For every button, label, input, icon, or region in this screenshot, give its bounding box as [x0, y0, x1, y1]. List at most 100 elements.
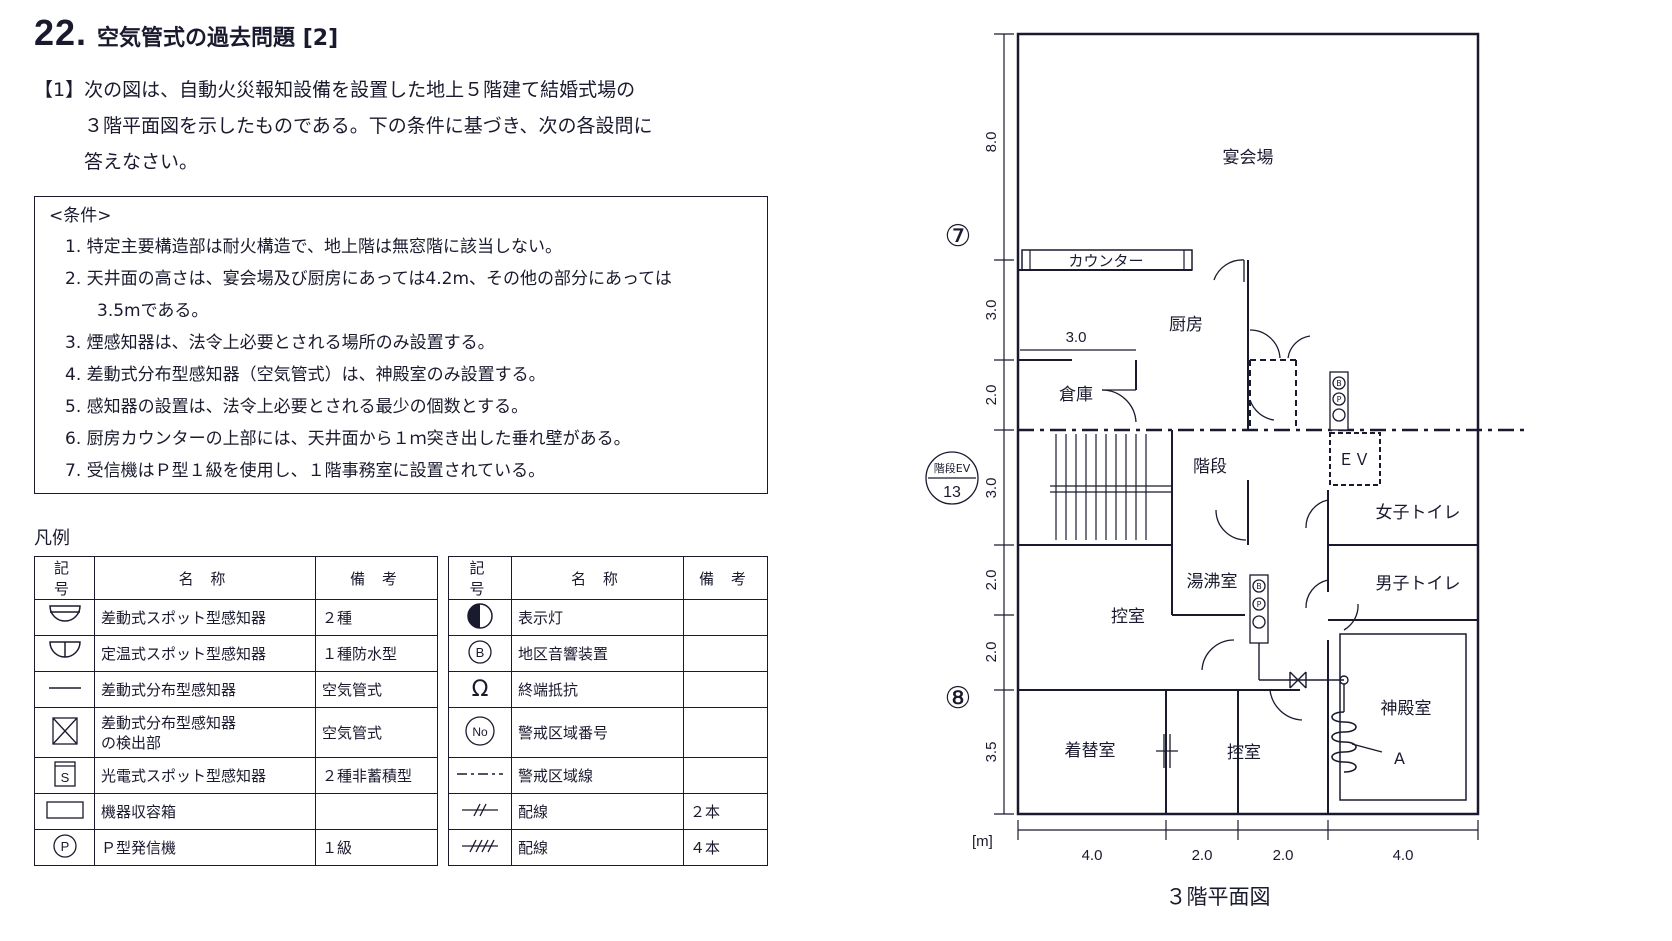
room-changing: 着替室 [1065, 741, 1116, 761]
question-text: 【1】次の図は、自動火災報知設備を設置した地上５階建て結婚式場の ３階平面図を示… [34, 72, 652, 180]
legend-row: 配線 ４本 [448, 829, 768, 866]
dim-v: 2.0 [983, 642, 1000, 663]
bell-glyph: B [476, 645, 485, 660]
condition-item: 3. 煙感知器は、法令上必要とされる場所のみ設置する。 [65, 333, 495, 353]
zone-8: ⑧ [945, 681, 972, 716]
legend-row: 差動式分布型感知器 空気管式 [34, 671, 438, 708]
legend-note: ２本 [683, 793, 768, 830]
wiring-4-icon [448, 829, 512, 866]
col-name: 名 称 [94, 556, 316, 600]
condition-item: 7. 受信機はＰ型１級を使用し、１階事務室に設置されている。 [65, 461, 546, 481]
p-transmitter-glyph: P [60, 839, 69, 854]
legend-name: 配線 [511, 793, 684, 830]
zone-7: ⑦ [945, 219, 972, 254]
dim-v: 3.0 [983, 478, 1000, 499]
plan-bell-b: B [1336, 379, 1342, 388]
unit-label: [m] [972, 833, 993, 850]
room-ev: ＥＶ [1338, 450, 1370, 469]
room-shrine: 神殿室 [1381, 699, 1432, 719]
room-waiting-1: 控室 [1111, 607, 1145, 627]
legend-note [315, 793, 438, 830]
legend-name: 終端抵抗 [511, 671, 684, 708]
plan-caption: ３階平面図 [1166, 885, 1271, 909]
legend-row: 定温式スポット型感知器 １種防水型 [34, 635, 438, 672]
marker-a: A [1394, 749, 1405, 768]
legend-row: 機器収容箱 [34, 793, 438, 830]
legend-name: 機器収容箱 [94, 793, 316, 830]
condition-item: 5. 感知器の設置は、法令上必要とされる最少の個数とする。 [65, 397, 529, 417]
plan-bell-b: B [1256, 582, 1262, 591]
terminal-resistor-icon: Ω [448, 671, 512, 708]
legend-note: ４本 [683, 829, 768, 866]
legend-note [683, 707, 768, 758]
legend-row: 警戒区域線 [448, 757, 768, 794]
condition-item: 3.5mである。 [97, 301, 209, 321]
title-number: 22. [34, 12, 88, 53]
terminal-resistor-glyph: Ω [471, 677, 489, 702]
question-line: ３階平面図を示したものである。下の条件に基づき、次の各設問に [84, 115, 653, 137]
condition-item: 2. 天井面の高さは、宴会場及び厨房にあっては4.2m、その他の部分にあっては [65, 269, 672, 289]
legend-title: 凡例 [34, 528, 70, 549]
room-counter: カウンター [1068, 252, 1143, 270]
smoke-detector-glyph: S [60, 770, 69, 785]
conditions-box: <条件> 1. 特定主要構造部は耐火構造で、地上階は無窓階に該当しない。 2. … [34, 196, 768, 494]
condition-item: 6. 厨房カウンターの上部には、天井面から１ｍ突き出した垂れ壁がある。 [65, 429, 631, 449]
room-kitchen: 厨房 [1169, 315, 1203, 335]
legend-note: ２種 [315, 599, 438, 636]
legend-name: 差動式分布型感知器 [94, 671, 316, 708]
legend-name: 定温式スポット型感知器 [94, 635, 316, 672]
dim-h: 2.0 [1192, 847, 1213, 864]
legend-name: 地区音響装置 [511, 635, 684, 672]
room-waiting-2: 控室 [1227, 743, 1261, 763]
legend-row: 差動式分布型感知器 の検出部 空気管式 [34, 707, 438, 758]
condition-item: 4. 差動式分布型感知器（空気管式）は、神殿室のみ設置する。 [65, 365, 546, 385]
col-note: 備 考 [315, 556, 438, 600]
legend-row: 差動式スポット型感知器 ２種 [34, 599, 438, 636]
room-men: 男子トイレ [1376, 574, 1461, 594]
legend-name: 警戒区域番号 [511, 707, 684, 758]
title-text: 空気管式の過去問題 [2] [97, 26, 339, 51]
legend-name: 警戒区域線 [511, 757, 684, 794]
legend-table-right: 記 号 名 称 備 考 表示灯 B 地区音響装置 Ω 終端抵抗 No 警戒区域番… [448, 556, 768, 866]
legend-name: 差動式スポット型感知器 [94, 599, 316, 636]
conditions-heading: <条件> [49, 206, 112, 226]
legend-name: Ｐ型発信機 [94, 829, 316, 866]
zone-boundary-icon [448, 757, 512, 794]
room-hot-water: 湯沸室 [1187, 572, 1238, 592]
legend-note [683, 757, 768, 794]
legend-name: 配線 [511, 829, 684, 866]
legend-note: １級 [315, 829, 438, 866]
legend-row: Ω 終端抵抗 [448, 671, 768, 708]
question-line: 答えなさい。 [84, 151, 199, 173]
legend-note: 空気管式 [315, 707, 438, 758]
line-icon [34, 671, 95, 708]
fixed-temp-spot-detector-icon [34, 635, 95, 672]
room-banquet: 宴会場 [1223, 148, 1274, 168]
legend-name: 差動式分布型感知器 の検出部 [94, 707, 316, 758]
plan-transmitter-p: P [1257, 600, 1262, 609]
dim-h: 4.0 [1393, 847, 1414, 864]
dim-v: 8.0 [983, 132, 1000, 153]
dim-h: 2.0 [1273, 847, 1294, 864]
p-transmitter-icon: P [34, 829, 95, 866]
room-women: 女子トイレ [1376, 503, 1461, 523]
legend-row: P Ｐ型発信機 １級 [34, 829, 438, 866]
dim-kitchen: 3.0 [1066, 329, 1087, 346]
stair-zone-number: 13 [943, 484, 961, 501]
smoke-detector-icon: S [34, 757, 95, 794]
legend-note: １種防水型 [315, 635, 438, 672]
condition-item: 1. 特定主要構造部は耐火構造で、地上階は無窓階に該当しない。 [65, 237, 562, 257]
dim-v: 3.0 [983, 300, 1000, 321]
col-symbol: 記 号 [34, 556, 95, 600]
page-title: 22. 空気管式の過去問題 [2] [34, 12, 338, 54]
room-storage: 倉庫 [1059, 385, 1093, 405]
stair-zone-label: 階段EV [934, 461, 971, 475]
question-line: 【1】次の図は、自動火災報知設備を設置した地上５階建て結婚式場の [34, 79, 636, 101]
dim-h: 4.0 [1082, 847, 1103, 864]
dim-v: 2.0 [983, 570, 1000, 591]
plan-transmitter-p: P [1337, 395, 1342, 404]
legend-table-left: 記 号 名 称 備 考 差動式スポット型感知器 ２種 定温式スポット型感知器 １… [34, 556, 438, 866]
zone-number-glyph: No [472, 725, 488, 739]
dim-v: 3.5 [983, 742, 1000, 763]
